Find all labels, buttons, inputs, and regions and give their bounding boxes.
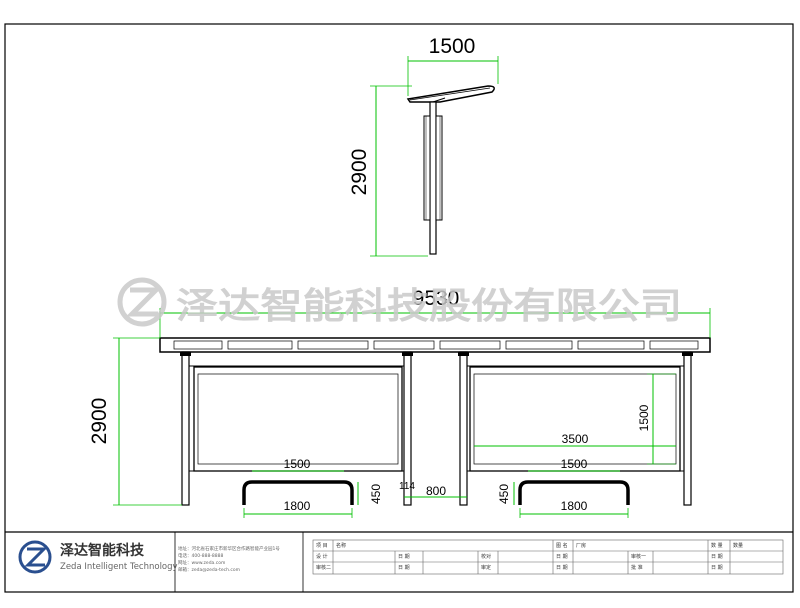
panel-width-dimension: 3500: [474, 432, 676, 447]
left-bench-bottom-label: 1800: [284, 499, 311, 513]
side-width-label: 1500: [429, 35, 476, 58]
tb-drawing-value: 厂房: [576, 542, 586, 549]
tb-audit-label: 审定: [481, 564, 491, 571]
tb-check-label: 校对: [481, 553, 491, 560]
tb-date3-label: 日 期: [711, 554, 723, 560]
front-view: [159, 337, 711, 506]
front-height-label: 2900: [88, 398, 111, 445]
tb-project-label: 项 目: [316, 543, 328, 549]
right-bench-top-label: 1500: [561, 457, 588, 471]
gap-dimensions: 114 800: [399, 481, 467, 498]
post-dim-label: 114: [399, 481, 415, 492]
side-view: [406, 85, 495, 255]
side-height-label: 2900: [348, 149, 371, 196]
logo-cn-name: 泽达智能科技: [60, 542, 145, 559]
right-bench-height-label: 450: [497, 484, 511, 504]
tb-date6-label: 日 期: [711, 565, 723, 571]
right-bench-bottom-label: 1800: [561, 499, 588, 513]
tb-date1-label: 日 期: [398, 554, 410, 560]
drawing-frame: [4, 23, 794, 593]
left-bench-dimensions: 1500 1800 450: [243, 457, 383, 518]
tb-review-label: 审核一: [631, 553, 646, 560]
side-width-dimension: 1500: [407, 35, 499, 96]
left-bench-top-label: 1500: [284, 457, 311, 471]
tb-qty-label: 数 量: [711, 542, 723, 549]
watermark-company: 泽达智能科技股份有限公司: [176, 286, 682, 327]
tb-review2-label: 审核二: [316, 564, 331, 571]
tb-design-label: 设 计: [316, 553, 328, 560]
watermark-logo-icon: [117, 277, 167, 327]
total-length-dimension: 9530: [159, 287, 711, 338]
title-block: 泽达智能科技 Zeda Intelligent Technology 地址：河北…: [5, 531, 793, 592]
tb-drawing-label: 图 名: [556, 542, 568, 549]
gap-dim-label: 800: [426, 484, 446, 498]
total-length-label: 9530: [413, 287, 460, 310]
tb-date4-label: 日 期: [398, 565, 410, 571]
contact-line-3: 网址：www.zeda.com: [178, 559, 225, 566]
panel-height-label: 1500: [637, 404, 651, 431]
tb-date2-label: 日 期: [556, 554, 568, 560]
front-height-dimension: 2900: [88, 337, 182, 506]
tb-qty-value: 数量: [733, 542, 743, 549]
panel-height-dimension: 1500: [637, 373, 676, 465]
tb-date5-label: 日 期: [556, 565, 568, 571]
company-logo-icon: [18, 540, 52, 574]
tb-name-label: 名称: [336, 542, 346, 549]
left-bench-height-label: 450: [369, 484, 383, 504]
contact-line-4: 邮箱：zeda@zeda-tech.com: [178, 566, 240, 573]
watermark: 泽达智能科技股份有限公司: [117, 277, 682, 327]
side-height-dimension: 2900: [348, 85, 428, 257]
tb-approve-label: 批 准: [631, 564, 643, 571]
logo-en-name: Zeda Intelligent Technology: [60, 562, 178, 572]
contact-line-1: 地址：河北省石家庄市新华区合作路智能产业园1号: [178, 545, 280, 552]
panel-width-label: 3500: [562, 432, 589, 446]
contact-line-2: 电话：400-888-8888: [178, 552, 224, 559]
right-bench-dimensions: 1500 1800 450: [497, 457, 629, 518]
